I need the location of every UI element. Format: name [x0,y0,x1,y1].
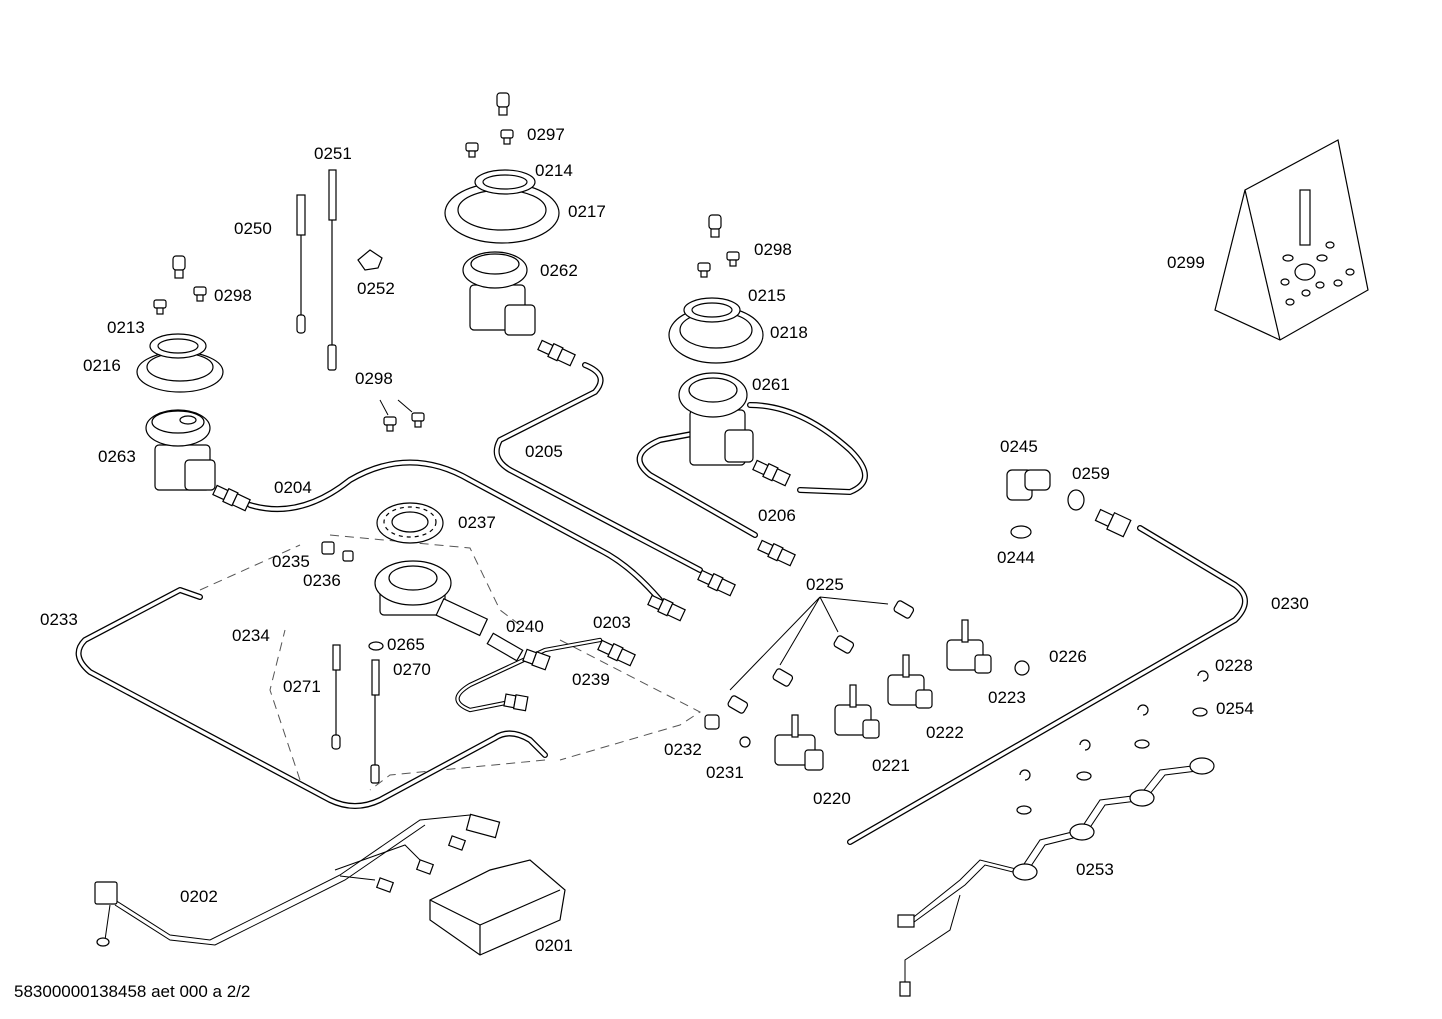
thermocouple-0271 [331,644,341,750]
label-0220: 0220 [813,789,851,808]
label-0215: 0215 [748,286,786,305]
burner-cap-0217 [444,169,560,244]
label-0259: 0259 [1072,464,1110,483]
injectors-and-screws [153,92,740,651]
label-0271: 0271 [283,677,321,696]
label-0225: 0225 [806,575,844,594]
seal-0244 [1010,525,1032,539]
burner-0262 [462,251,536,336]
label-0298-center: 0298 [355,369,393,388]
label-0206: 0206 [758,506,796,525]
label-0270: 0270 [393,660,431,679]
label-0251: 0251 [314,144,352,163]
burner-ring-0237 [376,502,444,544]
label-0223: 0223 [988,688,1026,707]
ignition-transformer-0201 [429,859,566,956]
label-0216: 0216 [83,356,121,375]
spare-parts-bag-0299 [1214,139,1369,341]
part-labels: 0297 0251 0214 0217 0250 0252 0262 0298 … [40,125,1309,955]
document-id: 58300000138458 aet 000 a 2/2 [14,982,250,1001]
label-0235: 0235 [272,552,310,571]
label-0262: 0262 [540,261,578,280]
burner-0234 [374,560,489,637]
wiring-harness-0202 [94,813,501,947]
leader-lines-0298 [379,399,413,416]
label-0217: 0217 [568,202,606,221]
label-0236: 0236 [303,571,341,590]
gas-pipe-0230 [847,525,1248,845]
label-0222: 0222 [926,723,964,742]
label-0298-left: 0298 [214,286,252,305]
ignition-harness-0253 [897,670,1215,997]
label-0252: 0252 [357,279,395,298]
thermocouple-0270 [370,659,380,784]
label-0250: 0250 [234,219,272,238]
label-0228: 0228 [1215,656,1253,675]
label-0261: 0261 [752,375,790,394]
burner-0263 [145,409,216,491]
label-0226: 0226 [1049,647,1087,666]
burner-cap-0218 [668,297,764,364]
label-0205: 0205 [525,442,563,461]
label-0213: 0213 [107,318,145,337]
burner-0261 [678,372,754,466]
gas-pipe-0204 [247,459,663,603]
label-0237: 0237 [458,513,496,532]
label-0263: 0263 [98,447,136,466]
label-0299: 0299 [1167,253,1205,272]
seal-0259 [1067,489,1085,511]
label-0221: 0221 [872,756,910,775]
valve-nozzles-0225 [704,596,1030,748]
label-0203: 0203 [593,613,631,632]
elbow-0245 [1006,469,1051,501]
gas-pipe-0233 [75,587,548,809]
thermocouple-0251 [327,169,337,371]
pipe-fittings [212,339,1132,712]
label-0233: 0233 [40,610,78,629]
burner-cap-0216 [136,333,224,393]
label-0214: 0214 [535,161,573,180]
label-0244: 0244 [997,548,1035,567]
label-0218: 0218 [770,323,808,342]
thermocouple-0250 [296,194,306,334]
dashed-assembly-outline [199,534,701,791]
label-0240: 0240 [506,617,544,636]
gas-taps [774,619,992,771]
label-0204: 0204 [274,478,312,497]
label-0201: 0201 [535,936,573,955]
gas-pipe-0206 [636,402,868,538]
label-0232: 0232 [664,740,702,759]
gas-pipe-0239 [455,637,603,713]
label-0298-right: 0298 [754,240,792,259]
label-0231: 0231 [706,763,744,782]
label-0202: 0202 [180,887,218,906]
label-0265: 0265 [387,635,425,654]
label-0253: 0253 [1076,860,1114,879]
label-0239: 0239 [572,670,610,689]
label-0234: 0234 [232,626,270,645]
label-0245: 0245 [1000,437,1038,456]
label-0254: 0254 [1216,699,1254,718]
gas-pipe-0205 [493,362,703,573]
label-0297: 0297 [527,125,565,144]
label-0230: 0230 [1271,594,1309,613]
clip-0252 [357,249,383,271]
